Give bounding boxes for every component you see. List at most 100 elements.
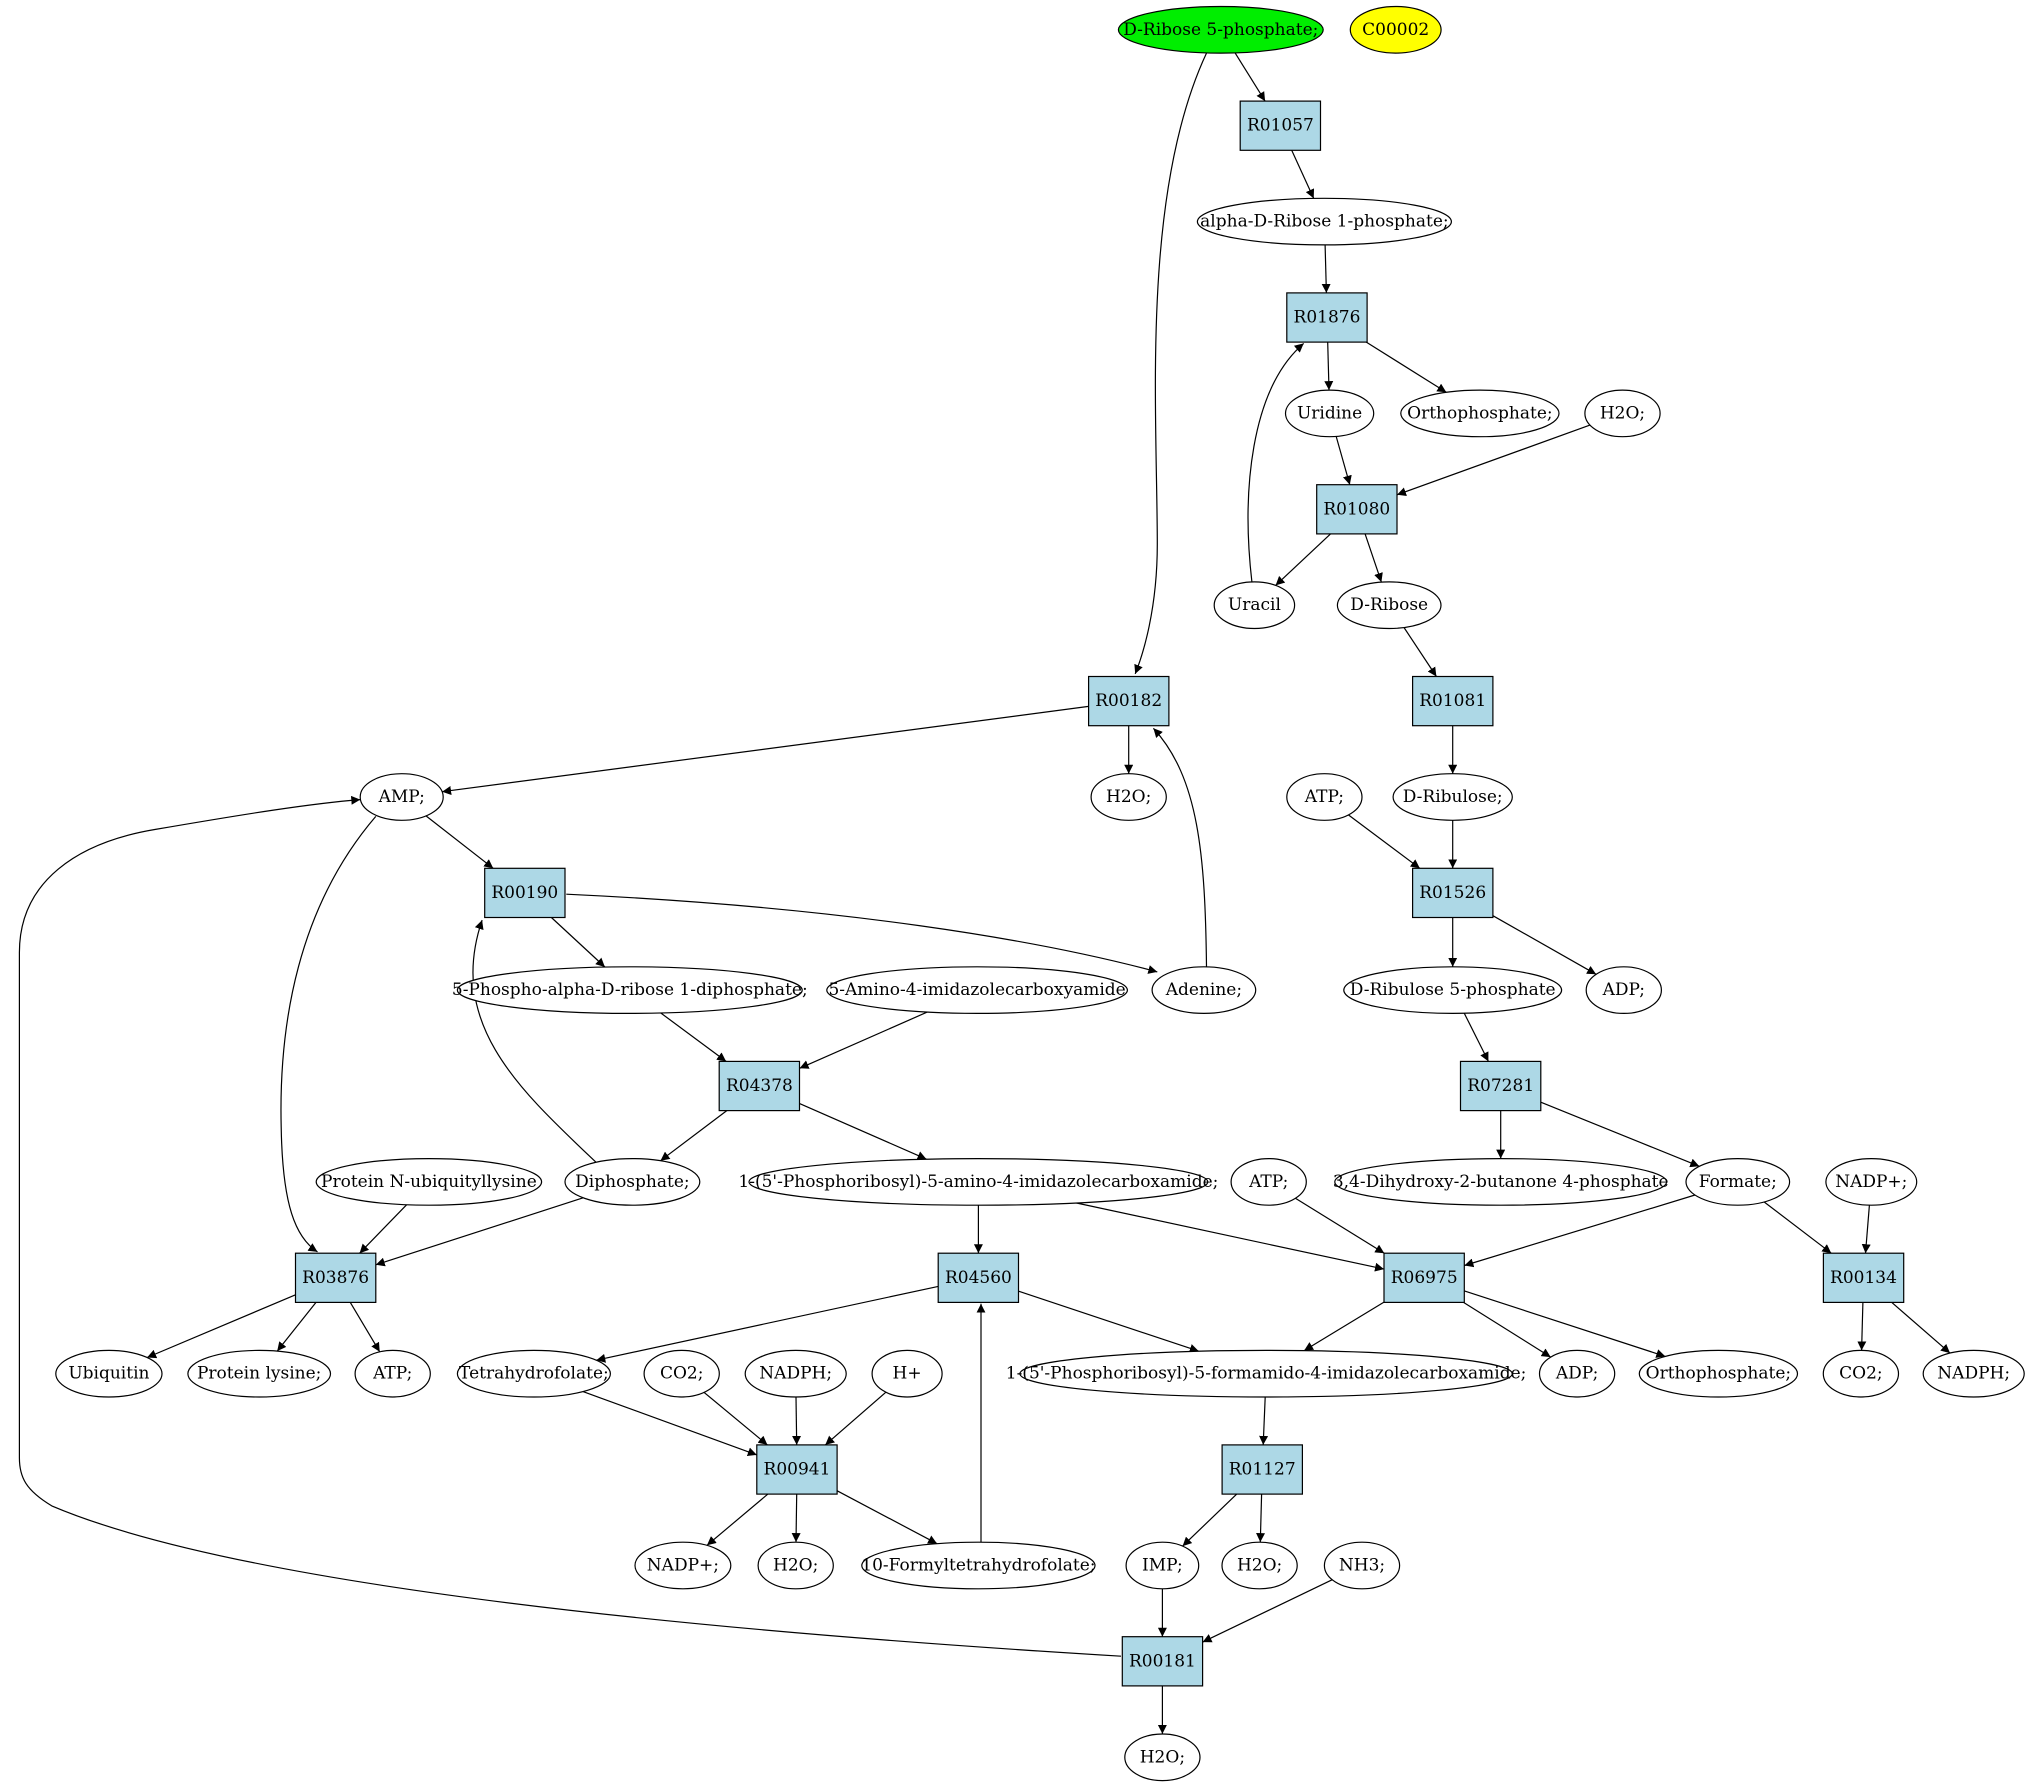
compound-ellipse [1196,197,1453,246]
compound-node-n_atp_a[interactable]: ATP; [1286,773,1363,821]
node-label: R01080 [1323,499,1390,519]
compound-node-n_co2_b[interactable]: CO2; [1822,1349,1900,1398]
reaction-node-r04378[interactable]: R04378 [718,1060,801,1112]
compound-node-n_dribulose[interactable]: D-Ribulose; [1392,773,1513,821]
compound-ellipse [1825,1157,1918,1206]
compound-ellipse [1286,773,1363,821]
compound-node-n_h2o_e[interactable]: H2O; [1124,1733,1201,1782]
compound-node-n_uracil[interactable]: Uracil [1213,581,1296,630]
edge-r03876-to-n_atp_c [349,1302,381,1353]
compound-node-n_ortho1[interactable]: Orthophosphate; [1400,389,1560,438]
reaction-node-r07281[interactable]: R07281 [1459,1060,1542,1112]
compound-node-n_prpp[interactable]: 5-Phospho-alpha-D-ribose 1-diphosphate; [452,966,808,1014]
edge-n_dr5p-to-r07281 [1463,1013,1489,1062]
compound-node-n_thf[interactable]: Tetrahydrofolate; [456,1349,612,1398]
compound-ellipse [1230,1157,1307,1206]
reaction-box [1087,675,1170,727]
compound-node-n_aica[interactable]: 5-Amino-4-imidazolecarboxyamide [826,966,1128,1014]
edge-n_uridine-to-r01080 [1335,436,1352,485]
edge-n_formate-to-r06975 [1464,1194,1696,1268]
edge-r06975-to-n_ortho2 [1464,1290,1666,1358]
compound-node-n_formate[interactable]: Formate; [1685,1157,1791,1206]
reaction-node-r03876[interactable]: R03876 [294,1252,377,1303]
reaction-node-r00134[interactable]: R00134 [1822,1252,1905,1303]
node-label: R01127 [1229,1460,1296,1480]
reaction-node-r01526[interactable]: R01526 [1411,867,1494,919]
compound-node-n_plys[interactable]: Protein lysine; [187,1349,332,1398]
reaction-node-r01127[interactable]: R01127 [1221,1444,1303,1495]
compound-node-n_diphos[interactable]: Diphosphate; [564,1157,701,1206]
compound-node-n_dhbp[interactable]: 3,4-Dihydroxy-2-butanone 4-phosphate [1333,1157,1669,1206]
reaction-node-r01080[interactable]: R01080 [1316,484,1398,535]
compound-node-n_10fthf[interactable]: 10-Formyltetrahydrofolate; [861,1541,1096,1590]
compound-node-n_h2o_c[interactable]: H2O; [757,1541,834,1590]
reaction-node-r00190[interactable]: R00190 [484,867,566,919]
compound-node-n_faicar[interactable]: 1-(5'-Phosphoribosyl)-5-formamido-4-imid… [1006,1349,1527,1398]
node-label: Uridine [1297,403,1362,423]
edge-n_start-to-r00182 [1134,52,1208,675]
reaction-node-r04560[interactable]: R04560 [937,1252,1020,1303]
edge-r01127-to-n_h2o_d [1256,1494,1266,1543]
compound-node-n_h2o_d[interactable]: H2O; [1221,1541,1298,1590]
node-label: D-Ribulose; [1403,787,1503,807]
compound-node-n_atp_b[interactable]: ATP; [1230,1157,1307,1206]
reaction-node-r01057[interactable]: R01057 [1239,100,1322,151]
compound-node-n_ar1p[interactable]: alpha-D-Ribose 1-phosphate; [1196,197,1453,246]
node-label: R00182 [1095,691,1162,711]
compound-ellipse [744,1349,847,1398]
compound-ellipse [55,1349,163,1398]
compound-node-n_aicar[interactable]: 1-(5'-Phosphoribosyl)-5-amino-4-imidazol… [738,1157,1218,1206]
edge-n_start-to-r01057 [1234,52,1266,102]
edge-n_faicar-to-r01127 [1259,1396,1269,1445]
reaction-node-r00182[interactable]: R00182 [1087,675,1170,727]
compound-node-n_dribose[interactable]: D-Ribose [1336,581,1442,630]
compound-node-n_adp_b[interactable]: ADP; [1538,1349,1616,1398]
compound-node-n_h2o_a[interactable]: H2O; [1584,389,1661,438]
compound-node-n_pnu[interactable]: Protein N-ubiquityllysine [315,1157,543,1206]
compound-ellipse [1638,1349,1799,1398]
compound-node-n_ubiq[interactable]: Ubiquitin [55,1349,163,1398]
compound-node-n_c00002[interactable]: C00002 [1349,5,1442,54]
compound-node-n_start[interactable]: D-Ribose 5-phosphate; [1117,5,1324,54]
compound-node-n_dr5p[interactable]: D-Ribulose 5-phosphate [1343,966,1563,1014]
compound-ellipse [1117,5,1324,54]
reaction-node-r01081[interactable]: R01081 [1411,675,1494,727]
compound-node-n_co2_a[interactable]: CO2; [643,1349,720,1398]
node-label: R00181 [1129,1651,1196,1671]
compound-node-n_nadph_b[interactable]: NADPH; [1922,1349,2025,1398]
compound-node-n_nadph_a[interactable]: NADPH; [744,1349,847,1398]
compound-node-n_nadpplus_a[interactable]: NADP+; [1825,1157,1918,1206]
compound-node-n_adp_a[interactable]: ADP; [1585,966,1663,1014]
reaction-box [1239,100,1322,151]
compound-node-n_uridine[interactable]: Uridine [1284,389,1375,438]
node-label: AMP; [378,787,425,807]
edge-r00190-to-n_prpp [550,917,606,968]
node-label: Diphosphate; [575,1172,689,1192]
compound-node-n_hplus[interactable]: H+ [871,1349,943,1398]
reaction-node-r00181[interactable]: R00181 [1121,1636,1204,1687]
node-label: H2O; [1237,1556,1282,1576]
edge-n_thf-to-r00941 [582,1391,758,1457]
compound-node-n_h2o_b[interactable]: H2O; [1090,773,1167,821]
compound-node-n_amp[interactable]: AMP; [359,773,444,821]
compound-node-n_atp_c[interactable]: ATP; [354,1349,431,1398]
node-label: ATP; [372,1364,412,1384]
compound-node-n_adenine[interactable]: Adenine; [1151,966,1257,1014]
edge-n_atp_a-to-r01526 [1348,814,1421,869]
node-label: 1-(5'-Phosphoribosyl)-5-formamido-4-imid… [1006,1364,1527,1384]
node-label: R07281 [1467,1076,1534,1096]
compound-node-n_ortho2[interactable]: Orthophosphate; [1638,1349,1799,1398]
reaction-node-r06975[interactable]: R06975 [1383,1252,1465,1303]
edges-layer [18,52,1951,1734]
node-label: D-Ribose [1350,595,1428,615]
compound-node-n_imp[interactable]: IMP; [1125,1541,1200,1590]
node-label: 3,4-Dihydroxy-2-butanone 4-phosphate [1333,1172,1669,1192]
reaction-node-r00941[interactable]: R00941 [756,1444,838,1495]
reaction-node-r01876[interactable]: R01876 [1286,292,1368,343]
node-label: 5-Phospho-alpha-D-ribose 1-diphosphate; [452,980,808,1000]
compound-ellipse [1822,1349,1900,1398]
compound-node-n_nadpplus_b[interactable]: NADP+; [634,1541,732,1590]
edge-r04378-to-n_diphos [660,1110,728,1162]
compound-node-n_nh3[interactable]: NH3; [1323,1541,1401,1590]
compound-ellipse [1221,1541,1298,1590]
